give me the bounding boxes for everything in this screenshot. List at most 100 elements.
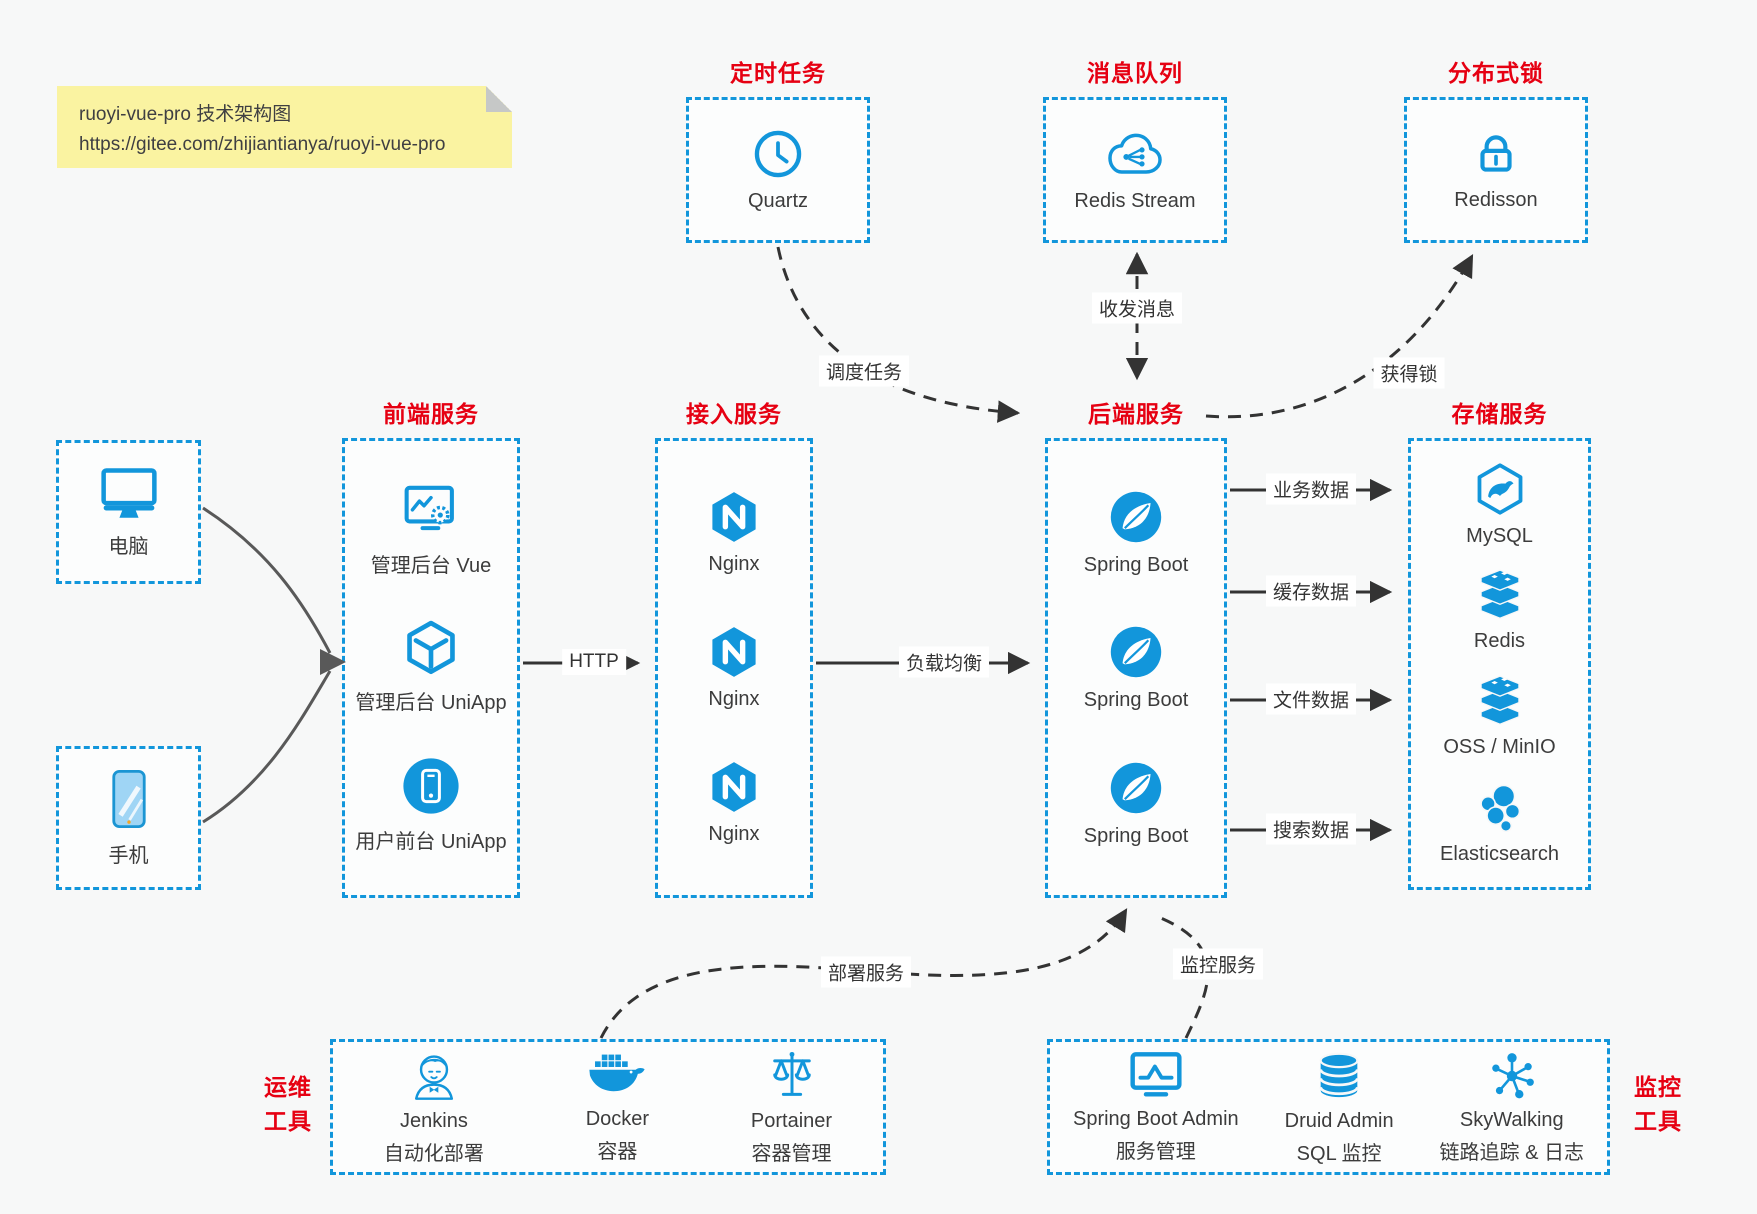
node-skywalking: SkyWalking 链路追踪 & 日志 (1440, 1050, 1584, 1165)
edge-label-messages: 收发消息 (1091, 292, 1183, 324)
node-label: Spring Boot (1083, 553, 1189, 576)
node-user-uniapp: 用户前台 UniApp (355, 756, 507, 854)
node-redisson: Redisson (1454, 128, 1538, 212)
edge-phone-to-frontend (202, 670, 332, 824)
panel-scheduler: 定时任务 Quartz (686, 60, 870, 243)
node-portainer: Portainer 容器管理 (751, 1049, 832, 1166)
node-label: Nginx (708, 823, 760, 845)
node-phone: 手机 (106, 768, 152, 868)
skywalking-icon (1492, 1052, 1534, 1098)
panel-mq: 消息队列 Redis Stream (1043, 60, 1227, 243)
ops-title-line1: 运维 (264, 1074, 312, 1100)
node-label: Spring Boot (1083, 824, 1189, 847)
jenkins-icon (414, 1054, 453, 1100)
node-label: Redis (1473, 630, 1526, 653)
panel-gateway: 接入服务 Nginx Nginx Nginx (655, 401, 813, 898)
panel-storage-title: 存储服务 (1451, 401, 1548, 427)
node-label: 管理后台 Vue (370, 555, 492, 577)
monitoring-tools-title: 监控 工具 (1620, 1070, 1696, 1138)
nginx-icon (712, 627, 756, 677)
docker-icon (589, 1054, 646, 1091)
node-label: 管理后台 UniApp (355, 692, 507, 714)
panel-storage: 存储服务 MySQL Redis OSS / Mi (1408, 401, 1591, 890)
node-label: Spring Boot Admin (1072, 1107, 1239, 1130)
mysql-icon (1477, 463, 1522, 515)
nginx-icon (712, 492, 756, 542)
cloud-stream-icon (1108, 133, 1162, 174)
uniapp-cube-icon (407, 620, 455, 675)
panel-gateway-title: 接入服务 (686, 401, 782, 427)
node-sublabel: 容器管理 (751, 1142, 832, 1165)
node-druid: Druid Admin SQL 监控 (1285, 1049, 1394, 1166)
sticky-note: ruoyi-vue-pro 技术架构图 https://gitee.com/zh… (57, 86, 512, 168)
node-label: MySQL (1466, 525, 1533, 548)
node-admin-vue: 管理后台 Vue (371, 482, 491, 578)
node-redis-stream: Redis Stream (1074, 127, 1196, 213)
node-admin-uniapp: 管理后台 UniApp (355, 619, 507, 715)
node-sublabel: SQL 监控 (1296, 1142, 1382, 1165)
node-label: Redisson (1454, 189, 1538, 211)
panel-backend: 后端服务 Spring Boot Spring Boot Sprin (1045, 401, 1227, 898)
panel-monitoring: Spring Boot Admin 服务管理 Druid Admin SQL 监… (1047, 1039, 1610, 1175)
mobile-icon (111, 769, 146, 829)
panel-frontend-title: 前端服务 (383, 401, 479, 427)
monitoring-title-line2: 工具 (1634, 1108, 1682, 1134)
node-label: Druid Admin (1284, 1109, 1394, 1132)
panel-lock: 分布式锁 Redisson (1404, 60, 1588, 243)
node-nginx-1: Nginx (707, 490, 761, 576)
note-url: https://gitee.com/zhijiantianya/ruoyi-vu… (79, 134, 446, 156)
elasticsearch-icon (1479, 784, 1520, 832)
node-label: 电脑 (108, 536, 149, 558)
panel-frontend: 前端服务 管理后台 Vue 管理后台 UniApp (342, 401, 520, 898)
node-docker: Docker 容器 (586, 1051, 649, 1164)
edge-dispatch-arrow (776, 246, 1021, 423)
panel-mq-title: 消息队列 (1087, 60, 1183, 86)
spring-icon (1110, 626, 1162, 678)
panel-backend-title: 后端服务 (1088, 401, 1184, 427)
node-label: Jenkins (400, 1109, 468, 1132)
edge-pc-to-frontend (202, 506, 332, 654)
user-uniapp-icon (403, 758, 459, 814)
node-sublabel: 容器 (597, 1140, 638, 1163)
node-label: Spring Boot (1083, 689, 1189, 711)
node-sublabel: 链路追踪 & 日志 (1439, 1141, 1584, 1164)
sba-monitor-icon (1130, 1051, 1182, 1097)
lock-icon (1480, 135, 1512, 172)
oss-stack-icon (1479, 674, 1520, 725)
panel-client-pc: 电脑 (56, 440, 201, 584)
node-label: Nginx (708, 553, 760, 575)
node-label: 手机 (108, 845, 149, 867)
edge-label-biz-data: 业务数据 (1265, 473, 1357, 505)
panel-lock-title: 分布式锁 (1448, 60, 1544, 86)
druid-db-icon (1319, 1052, 1359, 1097)
node-label: SkyWalking (1459, 1108, 1564, 1131)
edge-label-load-balance: 负载均衡 (898, 646, 990, 678)
node-springboot-1: Spring Boot (1083, 489, 1189, 577)
redis-stack-icon (1479, 569, 1520, 620)
node-label: Docker (585, 1107, 650, 1130)
spring-icon (1110, 491, 1162, 542)
panel-ops: Jenkins 自动化部署 Docker 容器 (330, 1039, 886, 1175)
edge-label-acquire-lock: 获得锁 (1373, 357, 1445, 389)
panel-scheduler-title: 定时任务 (730, 60, 826, 86)
node-pc: 电脑 (98, 465, 160, 559)
portainer-icon (772, 1051, 811, 1096)
node-label: Elasticsearch (1440, 842, 1559, 865)
node-springboot-2: Spring Boot (1083, 624, 1189, 712)
monitoring-title-line1: 监控 (1634, 1074, 1682, 1100)
edge-label-cache-data: 缓存数据 (1265, 575, 1357, 607)
edge-acquire-lock-arrow (1205, 254, 1474, 419)
edge-label-file-data: 文件数据 (1265, 683, 1357, 715)
edge-label-monitor: 监控服务 (1172, 948, 1264, 980)
node-redis: Redis (1472, 569, 1528, 653)
edge-label-http: HTTP (562, 649, 626, 675)
edge-label-search-data: 搜索数据 (1265, 813, 1357, 845)
node-mysql: MySQL (1466, 462, 1533, 548)
node-jenkins: Jenkins 自动化部署 (384, 1049, 484, 1166)
ops-title-line2: 工具 (264, 1108, 312, 1134)
node-quartz: Quartz (748, 127, 808, 213)
node-sba: Spring Boot Admin 服务管理 (1073, 1051, 1239, 1164)
edge-label-dispatch: 调度任务 (818, 355, 910, 387)
node-oss-minio: OSS / MinIO (1443, 674, 1556, 759)
